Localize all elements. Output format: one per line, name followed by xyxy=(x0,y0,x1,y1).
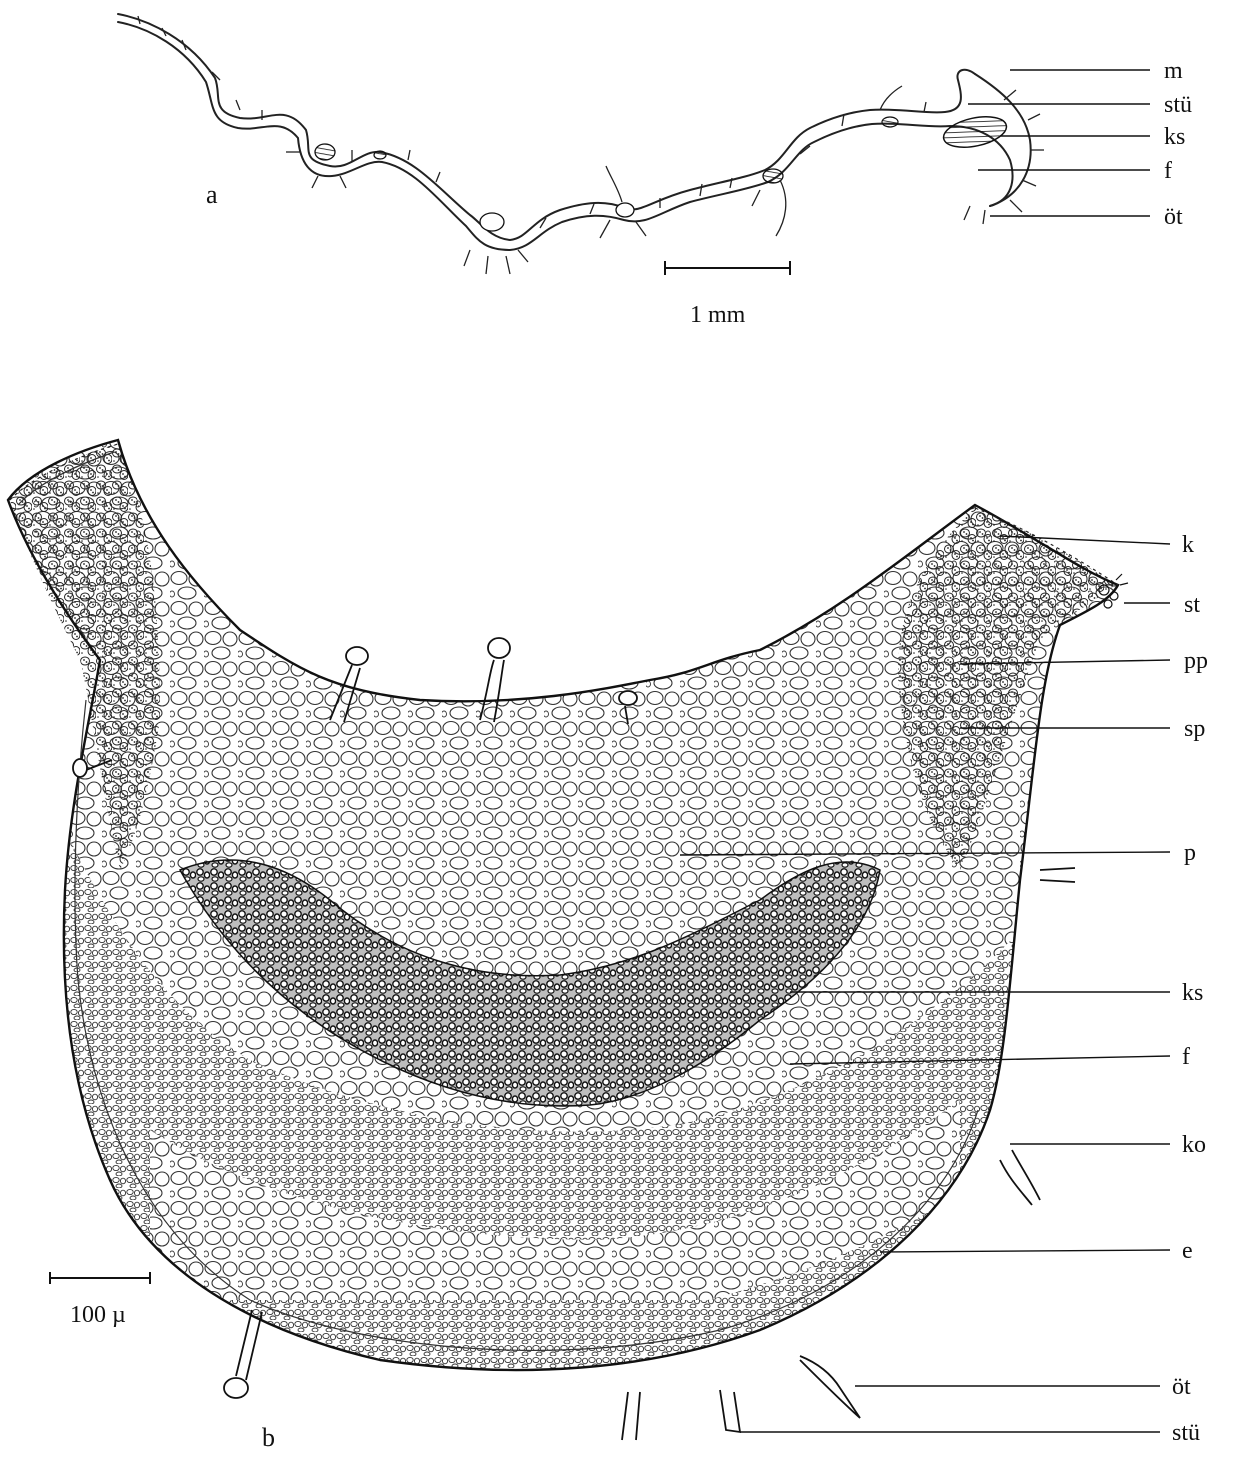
bundle-small-a xyxy=(315,144,335,160)
label-b-f: f xyxy=(1182,1044,1190,1070)
hairs-a xyxy=(138,16,1044,274)
leaf-outline-a-lower xyxy=(118,22,1013,250)
label-b-p: p xyxy=(1184,840,1196,866)
scale-bar-b xyxy=(50,1272,150,1284)
label-b-e: e xyxy=(1182,1238,1193,1264)
leaf-outline-a xyxy=(118,14,975,240)
scale-label-b: 100 µ xyxy=(70,1302,126,1328)
label-b-ko: ko xyxy=(1182,1132,1206,1158)
bundle-main-a xyxy=(941,112,1009,153)
label-a-f: f xyxy=(1164,158,1172,184)
bundle-small-a xyxy=(616,203,634,217)
label-b-ks: ks xyxy=(1182,980,1203,1006)
label-b-pp: pp xyxy=(1184,648,1208,674)
label-b-sp: sp xyxy=(1184,716,1205,742)
label-b-st: st xyxy=(1184,592,1200,618)
panel-a xyxy=(118,14,1044,274)
label-b-stu: stü xyxy=(1172,1420,1200,1446)
scale-label-a: 1 mm xyxy=(690,302,746,328)
leaders-a xyxy=(968,70,1150,216)
label-b-ot: öt xyxy=(1172,1374,1191,1400)
bundle-small-a xyxy=(480,213,504,231)
bundle-small-a xyxy=(374,151,386,159)
panel-b xyxy=(0,430,1242,1440)
bundle-small-a xyxy=(882,117,898,127)
panel-label-b: b xyxy=(262,1423,275,1452)
label-a-m: m xyxy=(1164,58,1183,84)
scale-bar-a xyxy=(665,261,790,275)
label-b-k: k xyxy=(1182,532,1194,558)
label-a-stu: stü xyxy=(1164,92,1192,118)
label-a-ks: ks xyxy=(1164,124,1185,150)
panel-label-a: a xyxy=(206,180,218,209)
label-a-ot: öt xyxy=(1164,204,1183,230)
